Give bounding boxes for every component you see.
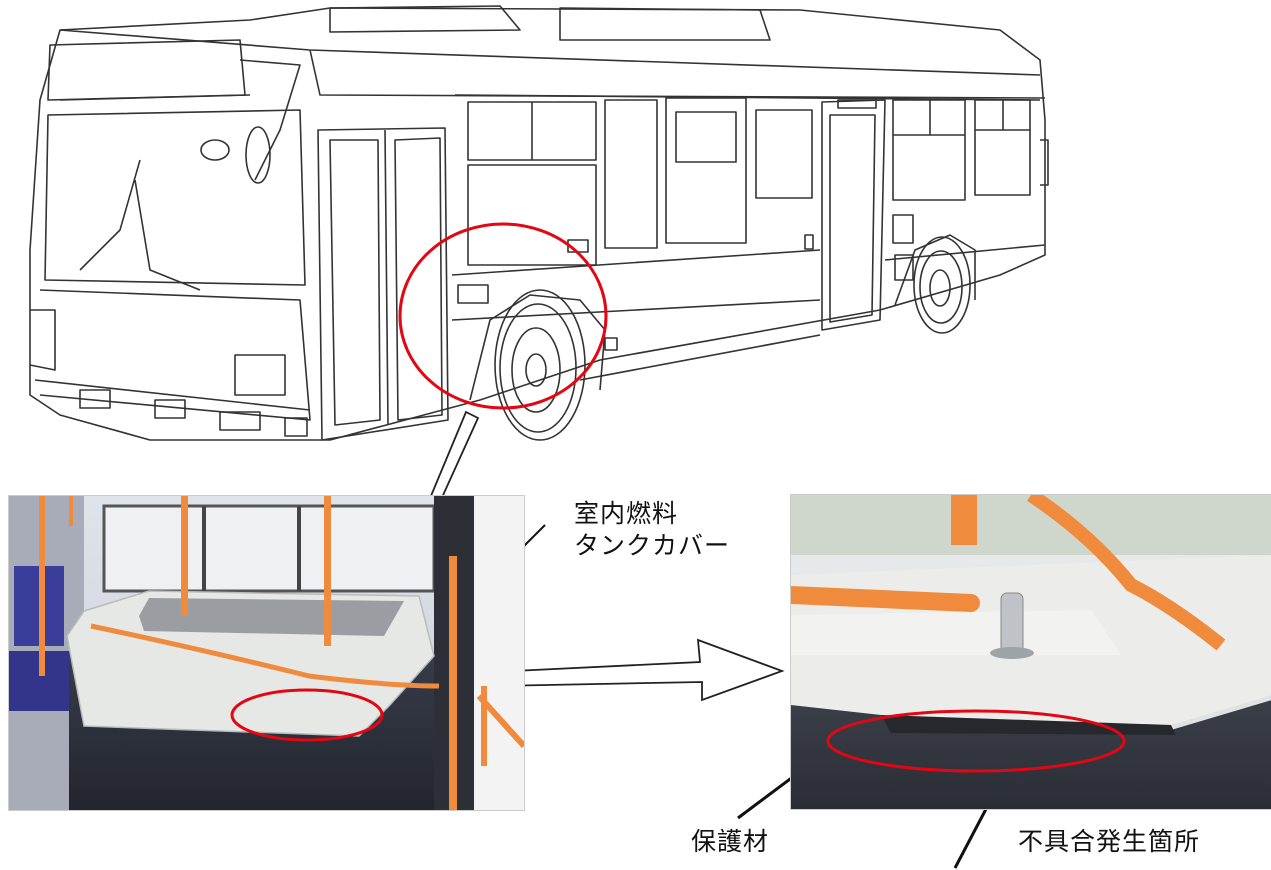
closeup-photo: [790, 494, 1271, 810]
defect-location-label: 不具合発生箇所: [1018, 827, 1201, 856]
callout-arrow-right: [491, 638, 785, 702]
tank-cover-label-line2: タンクカバー: [574, 531, 731, 560]
closeup-highlight-ellipse: [826, 709, 1126, 773]
interior-photo: [8, 495, 525, 811]
interior-highlight-ellipse: [230, 688, 384, 742]
tank-cover-label-line1: 室内燃料: [574, 499, 679, 528]
protector-label: 保護材: [691, 827, 770, 856]
tank-cover-label: 室内燃料 タンクカバー: [574, 498, 730, 562]
bus-highlight-ellipse: [398, 222, 608, 410]
